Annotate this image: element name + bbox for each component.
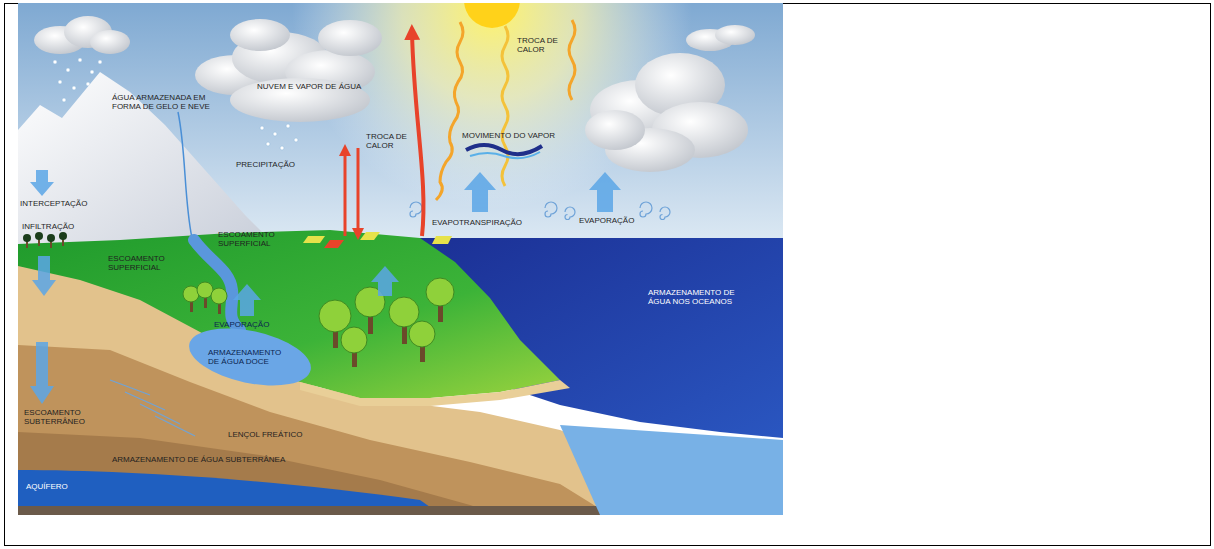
cycle-label: ARMAZENAMENTO DE ÁGUA SUBTERRÂNEA: [112, 455, 285, 464]
shallow-water: [560, 425, 783, 515]
cycle-label: ÁGUA ARMAZENADA EM FORMA DE GELO E NEVE: [112, 93, 224, 111]
sky: [18, 3, 783, 263]
cycle-label: ESCOAMENTO SUPERFICIAL: [108, 254, 164, 272]
scene: [18, 3, 783, 515]
trees: [23, 232, 454, 367]
beach: [300, 380, 570, 406]
aquifer: [18, 470, 430, 507]
heat-exchange: [345, 20, 575, 236]
cycle-label: PRECIPITAÇÃO: [236, 160, 295, 169]
cycle-label: ESCOAMENTO SUBTERRÂNEO: [24, 408, 88, 426]
melt-stream: [178, 112, 192, 238]
cycle-label: INTERCEPTAÇÃO: [20, 199, 87, 208]
flux-arrows: [30, 170, 621, 404]
cycle-label: INFILTRAÇÃO: [22, 222, 74, 231]
cycle-label: LENÇOL FREÁTICO: [228, 430, 302, 439]
sun-glow: [18, 3, 783, 263]
cycle-label: AQUÍFERO: [26, 482, 68, 491]
sun: [464, 3, 520, 28]
lake: [184, 319, 316, 396]
cycle-label: NUVEM E VAPOR DE ÁGUA: [257, 82, 361, 91]
land: [18, 230, 560, 398]
cycle-label: EVAPORAÇÃO: [579, 216, 634, 225]
cycle-label: EVAPORAÇÃO: [214, 320, 269, 329]
cycle-label: MOVIMENTO DO VAPOR: [462, 131, 555, 140]
groundwater-flow: [110, 380, 195, 436]
cycle-label: TROCA DE CALOR: [517, 36, 563, 54]
surface-patches: [303, 232, 452, 248]
cycle-label: TROCA DE CALOR: [366, 132, 408, 150]
cycle-label: ESCOAMENTO SUPERFICIAL: [218, 230, 276, 248]
page-frame: [5, 4, 1211, 546]
cycle-label: ARMAZENAMENTO DE ÁGUA NOS OCEANOS: [648, 288, 744, 306]
cycle-label: EVAPOTRANSPIRAÇÃO: [432, 218, 522, 227]
river: [194, 240, 240, 330]
cycle-label: ARMAZENAMENTO DE ÁGUA DOCE: [208, 348, 288, 366]
soil-layer: [18, 432, 500, 515]
